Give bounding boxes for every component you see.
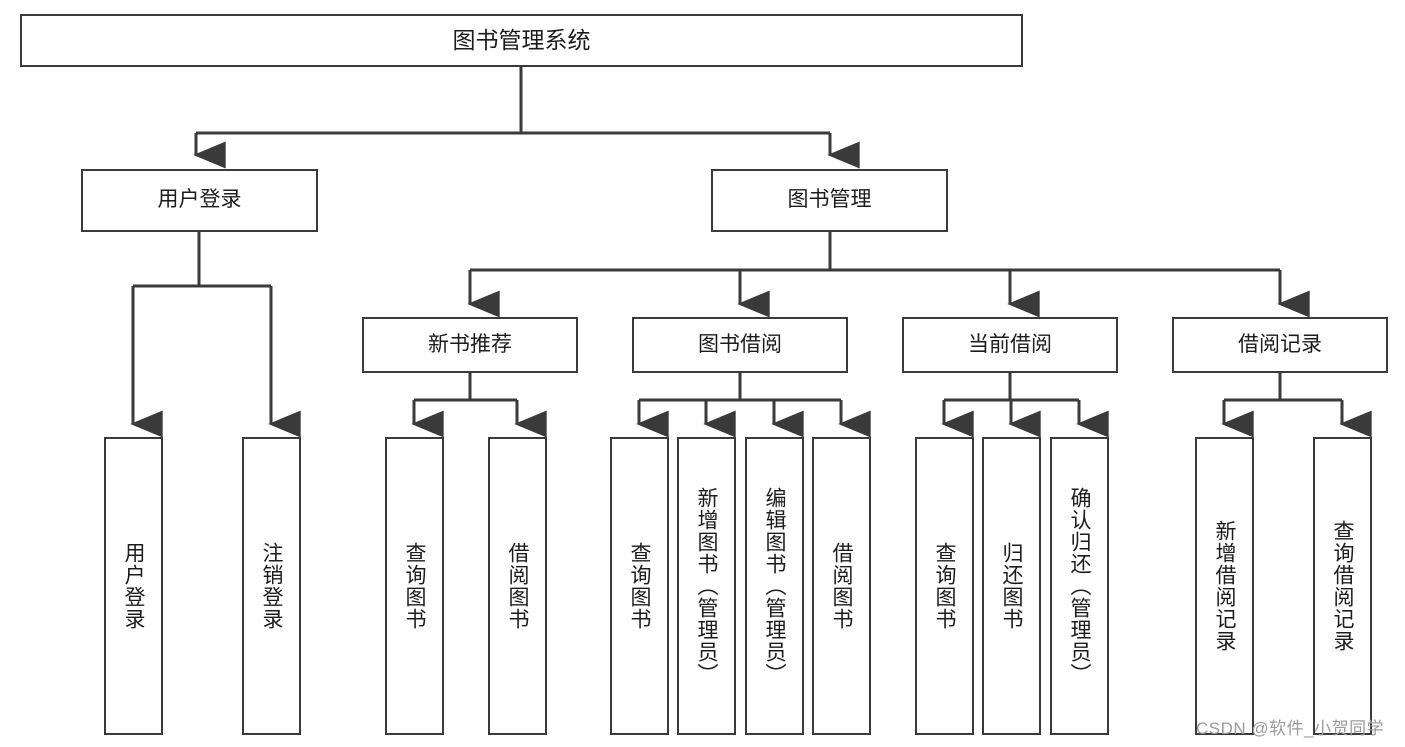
node-borrow-record[interactable]: 借阅记录 xyxy=(1172,317,1388,373)
leaf-record-add-record[interactable]: 新增借阅记录 xyxy=(1195,437,1254,735)
node-label: 查询图书 xyxy=(628,542,651,630)
node-new-book-recommend[interactable]: 新书推荐 xyxy=(362,317,578,373)
node-book-management-system[interactable]: 图书管理系统 xyxy=(20,14,1023,67)
node-label: 确认归还（管理员） xyxy=(1068,487,1091,685)
node-label: 新增借阅记录 xyxy=(1213,520,1236,652)
node-label: 图书借阅 xyxy=(698,332,782,356)
node-label: 注销登录 xyxy=(260,542,283,630)
leaf-borrow-add-book-admin[interactable]: 新增图书（管理员） xyxy=(677,437,736,735)
node-label: 编辑图书（管理员） xyxy=(763,487,786,685)
leaf-logout[interactable]: 注销登录 xyxy=(242,437,301,735)
leaf-recommend-borrow-book[interactable]: 借阅图书 xyxy=(488,437,547,735)
leaf-current-confirm-return-admin[interactable]: 确认归还（管理员） xyxy=(1050,437,1109,735)
leaf-borrow-query-book[interactable]: 查询图书 xyxy=(610,437,669,735)
leaf-user-login[interactable]: 用户登录 xyxy=(104,437,163,735)
leaf-borrow-borrow-book[interactable]: 借阅图书 xyxy=(812,437,871,735)
node-label: 归还图书 xyxy=(1000,542,1023,630)
node-label: 借阅图书 xyxy=(506,542,529,630)
node-label: 新增图书（管理员） xyxy=(695,487,718,685)
node-label: 当前借阅 xyxy=(968,332,1052,356)
leaf-recommend-query-book[interactable]: 查询图书 xyxy=(385,437,444,735)
node-label: 查询图书 xyxy=(403,542,426,630)
leaf-current-query-book[interactable]: 查询图书 xyxy=(915,437,974,735)
node-label: 查询图书 xyxy=(933,542,956,630)
node-current-borrow[interactable]: 当前借阅 xyxy=(902,317,1118,373)
node-label: 借阅记录 xyxy=(1238,332,1322,356)
node-user-login[interactable]: 用户登录 xyxy=(81,169,318,232)
node-label: 查询借阅记录 xyxy=(1331,520,1354,652)
leaf-record-query-record[interactable]: 查询借阅记录 xyxy=(1313,437,1372,735)
leaf-borrow-edit-book-admin[interactable]: 编辑图书（管理员） xyxy=(745,437,804,735)
node-label: 用户登录 xyxy=(122,542,145,630)
leaf-current-return-book[interactable]: 归还图书 xyxy=(982,437,1041,735)
node-book-management[interactable]: 图书管理 xyxy=(711,169,948,232)
node-book-borrow[interactable]: 图书借阅 xyxy=(632,317,848,373)
node-label: 图书管理 xyxy=(787,188,872,212)
csdn-watermark: CSDN @软件_小贺同学 xyxy=(1196,719,1385,738)
node-label: 用户登录 xyxy=(157,188,242,212)
node-label: 图书管理系统 xyxy=(452,26,591,53)
node-label: 新书推荐 xyxy=(428,332,512,356)
node-label: 借阅图书 xyxy=(830,542,853,630)
